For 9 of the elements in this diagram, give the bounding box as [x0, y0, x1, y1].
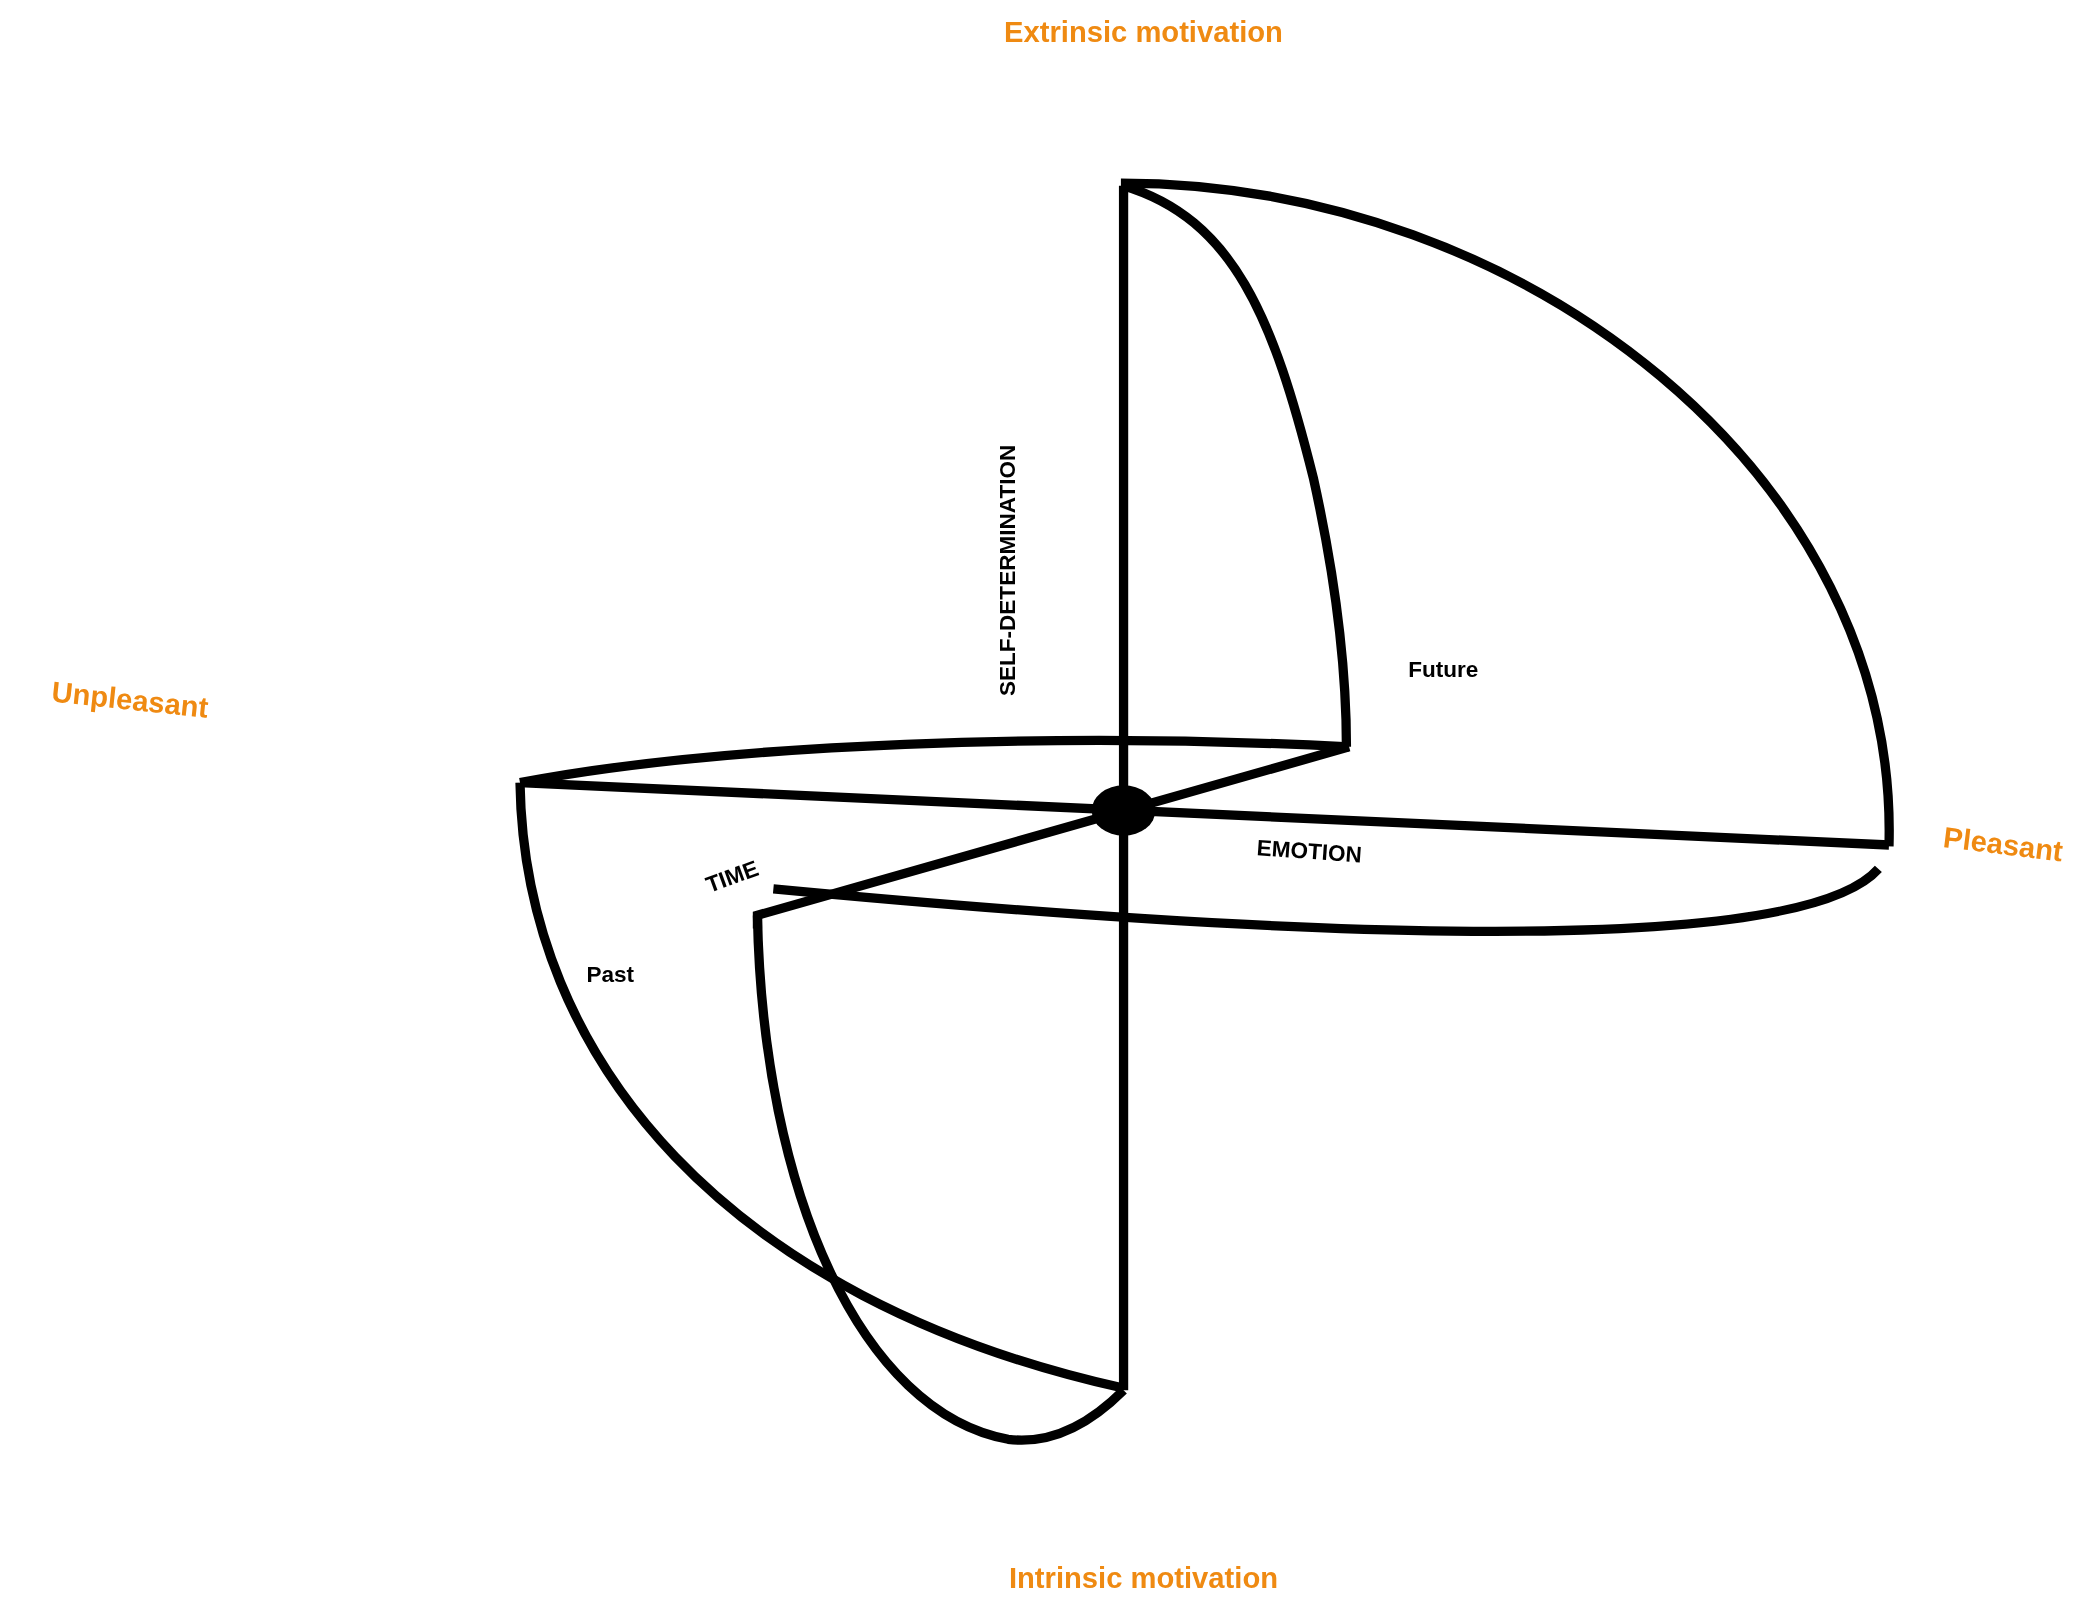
- region-label: Past: [586, 963, 635, 987]
- axis-pole-label: Extrinsic motivation: [1004, 18, 1283, 48]
- axis-label: TIME: [703, 857, 762, 897]
- axis-label: EMOTION: [1256, 836, 1363, 867]
- region-label: Future: [1408, 658, 1479, 682]
- axis-pole-label: Unpleasant: [50, 677, 210, 724]
- axis-pole-label: Intrinsic motivation: [1008, 1564, 1279, 1594]
- axis-pole-label: Pleasant: [1941, 823, 2065, 867]
- axis-label: SELF-DETERMINATION: [996, 444, 1020, 697]
